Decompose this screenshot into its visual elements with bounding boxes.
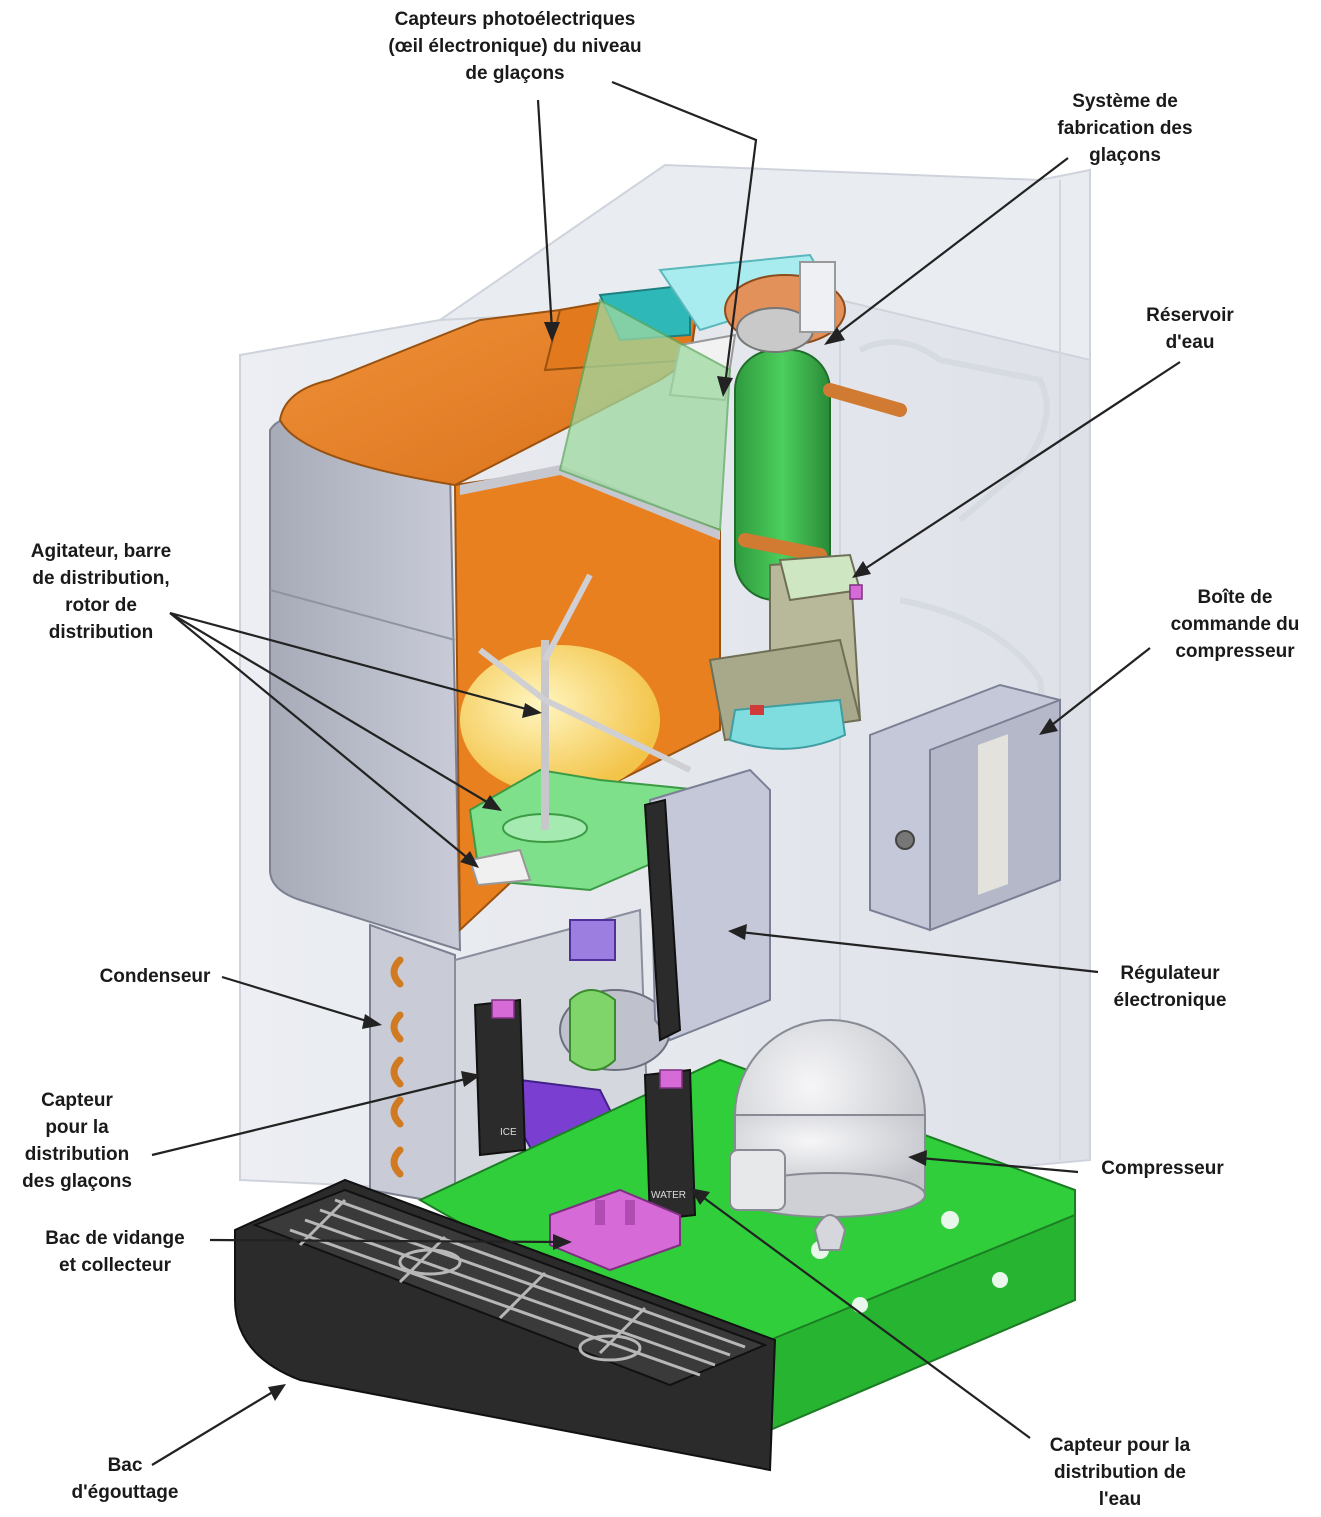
label-line: l'eau (1025, 1486, 1215, 1513)
label-line: pour la (2, 1114, 152, 1141)
condenser (370, 925, 455, 1205)
label-photo-sensors: Capteurs photoélectriques (œil électroni… (330, 6, 700, 87)
label-compressor: Compresseur (1080, 1155, 1245, 1182)
label-line: Boîte de (1150, 584, 1320, 611)
label-line: d'égouttage (50, 1479, 200, 1506)
label-line: distribution (6, 619, 196, 646)
electronic-regulator (645, 770, 770, 1040)
label-water-dispense-sensor: Capteur pour la distribution de l'eau (1025, 1432, 1215, 1513)
label-line: Capteur (2, 1087, 152, 1114)
label-line: Bac (50, 1452, 200, 1479)
label-line: Capteur pour la (1025, 1432, 1215, 1459)
label-electronic-regulator: Régulateur électronique (1085, 960, 1255, 1014)
label-line: et collecteur (20, 1252, 210, 1279)
label-line: Compresseur (1080, 1155, 1245, 1182)
label-condenser: Condenseur (80, 963, 230, 990)
ice-dispense-sensor: ICE (475, 1000, 525, 1155)
label-line: d'eau (1120, 329, 1260, 356)
label-line: fabrication des (1020, 115, 1230, 142)
label-line: de distribution, (6, 565, 196, 592)
label-line: glaçons (1020, 142, 1230, 169)
label-line: des glaçons (2, 1168, 152, 1195)
label-line: Bac de vidange (20, 1225, 210, 1252)
label-line: compresseur (1150, 638, 1320, 665)
label-line: électronique (1085, 987, 1255, 1014)
label-line: Système de (1020, 88, 1230, 115)
water-dispense-sensor: WATER (645, 1070, 695, 1220)
label-line: distribution de (1025, 1459, 1215, 1486)
label-line: (œil électronique) du niveau (330, 33, 700, 60)
label-line: distribution (2, 1141, 152, 1168)
label-drain-pan: Bac de vidange et collecteur (20, 1225, 210, 1279)
label-line: de glaçons (330, 60, 700, 87)
label-drip-tray: Bac d'égouttage (50, 1452, 200, 1506)
water-panel-text: WATER (651, 1190, 686, 1201)
label-ice-making-system: Système de fabrication des glaçons (1020, 88, 1230, 169)
label-line: Régulateur (1085, 960, 1255, 987)
label-line: Condenseur (80, 963, 230, 990)
label-ice-dispense-sensor: Capteur pour la distribution des glaçons (2, 1087, 152, 1195)
label-compressor-control-box: Boîte de commande du compresseur (1150, 584, 1320, 665)
label-line: Capteurs photoélectriques (330, 6, 700, 33)
label-line: rotor de (6, 592, 196, 619)
label-line: commande du (1150, 611, 1320, 638)
label-water-reservoir: Réservoir d'eau (1120, 302, 1260, 356)
label-agitator: Agitateur, barre de distribution, rotor … (6, 538, 196, 646)
ice-panel-text: ICE (500, 1127, 517, 1138)
label-line: Réservoir (1120, 302, 1260, 329)
label-line: Agitateur, barre (6, 538, 196, 565)
